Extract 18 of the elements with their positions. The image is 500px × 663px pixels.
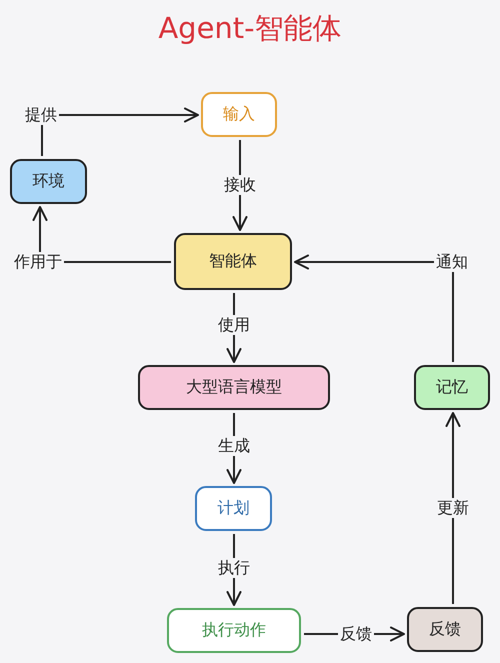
process-box: 大型语言模型 bbox=[138, 365, 330, 410]
edge-label: 作用于 bbox=[12, 252, 64, 272]
arrow bbox=[446, 412, 460, 604]
edge-label: 更新 bbox=[435, 498, 471, 518]
edge-label: 生成 bbox=[216, 436, 252, 456]
process-box: 环境 bbox=[10, 159, 87, 204]
edge-label: 提供 bbox=[23, 105, 59, 125]
process-box: 记忆 bbox=[414, 365, 490, 410]
diagram-title: Agent-智能体 bbox=[158, 10, 342, 46]
process-box: 输入 bbox=[201, 92, 277, 137]
process-box: 执行动作 bbox=[167, 608, 301, 653]
process-box: 智能体 bbox=[174, 233, 292, 290]
arrow bbox=[294, 254, 454, 362]
edge-label: 接收 bbox=[222, 175, 258, 195]
process-box: 计划 bbox=[195, 486, 272, 531]
process-box: 反馈 bbox=[407, 607, 483, 652]
edge-label: 反馈 bbox=[338, 624, 374, 644]
edge-label: 执行 bbox=[216, 558, 252, 578]
